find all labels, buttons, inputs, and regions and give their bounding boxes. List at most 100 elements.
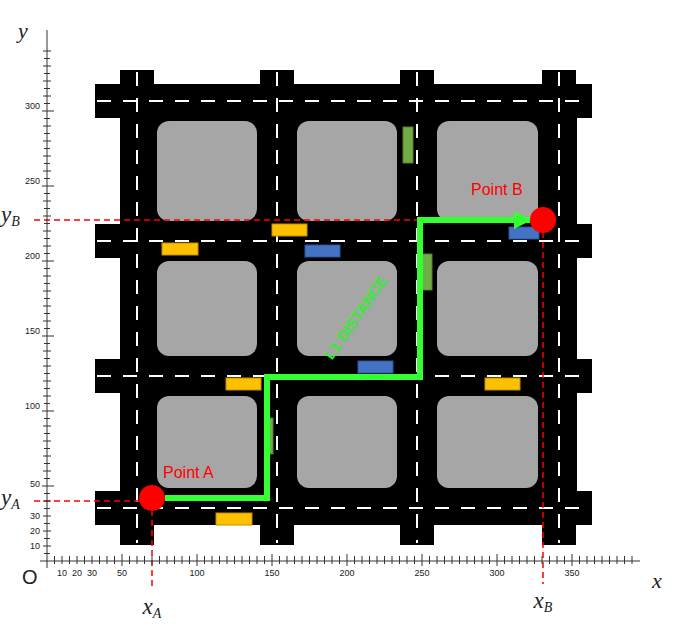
tick-mark xyxy=(594,556,595,564)
tick-label: 100 xyxy=(25,401,40,411)
tick-label: 20 xyxy=(30,526,40,536)
tick-mark xyxy=(43,501,51,502)
tick-mark xyxy=(44,478,50,479)
road xyxy=(120,70,154,545)
tick-mark xyxy=(44,448,50,449)
lane-markings xyxy=(97,72,590,543)
tick-mark xyxy=(197,554,198,566)
road xyxy=(542,70,576,545)
tick-mark xyxy=(44,118,50,119)
axis-name: y xyxy=(18,18,28,44)
tick-mark xyxy=(159,556,160,564)
tick-mark xyxy=(44,73,50,74)
lane-line xyxy=(276,72,278,543)
tick-mark xyxy=(557,556,558,564)
tick-label: 50 xyxy=(30,479,40,489)
tick-mark xyxy=(44,523,50,524)
tick-mark xyxy=(362,556,363,564)
tick-mark xyxy=(219,556,220,564)
tick-label: 30 xyxy=(30,511,40,521)
tick-mark xyxy=(572,554,573,566)
tick-mark xyxy=(44,403,50,404)
tick-mark xyxy=(42,486,54,487)
tick-mark xyxy=(609,556,610,564)
tick-mark xyxy=(474,556,475,564)
tick-mark xyxy=(422,554,423,566)
lane-line xyxy=(97,507,590,509)
axes xyxy=(40,30,640,568)
tick-mark xyxy=(564,556,565,564)
projection-line xyxy=(34,500,150,502)
tick-label: 150 xyxy=(264,568,279,578)
tick-mark xyxy=(44,283,50,284)
tick-mark xyxy=(43,66,51,67)
axis-name: x xyxy=(652,568,662,594)
tick-mark xyxy=(43,126,51,127)
tick-mark xyxy=(44,433,50,434)
tick-mark xyxy=(257,556,258,564)
tick-mark xyxy=(347,554,348,566)
tick-label: 250 xyxy=(414,568,429,578)
tick-label: 300 xyxy=(489,568,504,578)
tick-mark xyxy=(43,351,51,352)
tick-mark xyxy=(43,201,51,202)
city-block xyxy=(297,396,397,488)
tick-mark xyxy=(42,336,54,337)
cars xyxy=(162,127,539,525)
tick-mark xyxy=(43,306,51,307)
tick-mark xyxy=(369,556,370,564)
tick-mark xyxy=(482,556,483,564)
tick-mark xyxy=(84,556,85,564)
tick-mark xyxy=(43,96,51,97)
edge-label: L1 DISTANCE xyxy=(321,273,390,362)
tick-mark xyxy=(43,546,51,547)
tick-mark xyxy=(44,253,50,254)
tick-mark xyxy=(549,556,550,564)
tick-mark xyxy=(44,328,50,329)
tick-label: 10 xyxy=(57,568,67,578)
city-block xyxy=(157,396,257,488)
tick-mark xyxy=(44,208,50,209)
tick-mark xyxy=(377,556,378,564)
tick-mark xyxy=(152,556,153,564)
tick-mark xyxy=(617,556,618,564)
road xyxy=(95,224,592,258)
car-icon xyxy=(403,127,413,163)
tick-mark xyxy=(43,366,51,367)
tick-mark xyxy=(44,268,50,269)
tick-mark xyxy=(392,556,393,564)
tick-mark xyxy=(504,556,505,564)
city-blocks xyxy=(157,121,538,488)
axis-ticks xyxy=(42,51,632,566)
tick-mark xyxy=(42,261,54,262)
tick-label: 30 xyxy=(87,568,97,578)
tick-mark xyxy=(43,291,51,292)
tick-mark xyxy=(43,516,51,517)
tick-mark xyxy=(44,553,50,554)
tick-label: 10 xyxy=(30,541,40,551)
tick-mark xyxy=(339,556,340,564)
tick-mark xyxy=(467,556,468,564)
tick-mark xyxy=(44,133,50,134)
lane-line xyxy=(136,72,138,543)
tick-mark xyxy=(43,456,51,457)
l1-path xyxy=(165,220,530,498)
tick-mark xyxy=(44,193,50,194)
tick-mark xyxy=(44,313,50,314)
tick-mark xyxy=(354,556,355,564)
tick-mark xyxy=(624,556,625,564)
point-marker: Point B xyxy=(530,207,556,233)
point-marker: Point A xyxy=(139,485,165,511)
tick-mark xyxy=(114,556,115,564)
car-icon xyxy=(216,513,252,525)
tick-mark xyxy=(44,493,50,494)
tick-mark xyxy=(242,556,243,564)
tick-mark xyxy=(44,238,50,239)
tick-mark xyxy=(384,556,385,564)
tick-mark xyxy=(77,556,78,564)
tick-mark xyxy=(44,223,50,224)
tick-mark xyxy=(42,111,54,112)
tick-mark xyxy=(43,51,51,52)
tick-mark xyxy=(43,531,51,532)
tick-mark xyxy=(182,556,183,564)
